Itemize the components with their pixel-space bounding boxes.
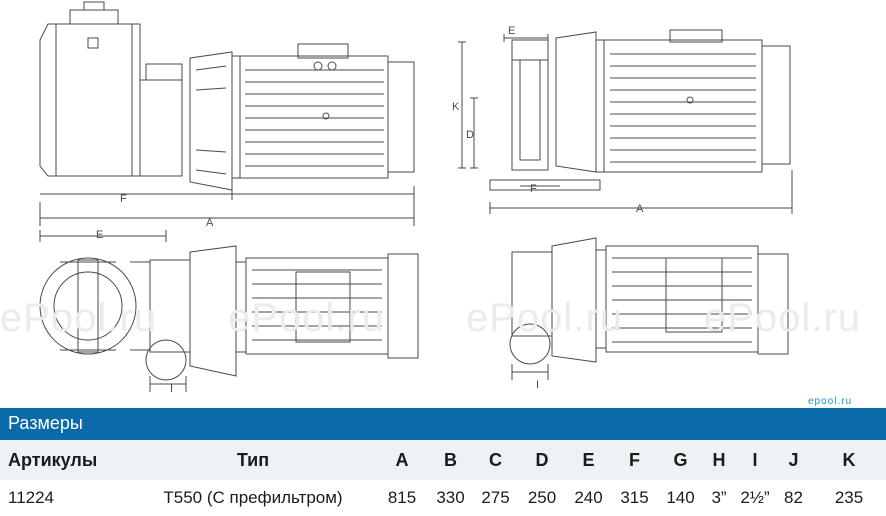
table-header-cell: Артикулы <box>0 440 130 480</box>
table-header-cell: D <box>518 440 566 480</box>
table-header-row: Артикулы Тип A B C D E F G H I J K <box>0 440 886 480</box>
watermark: ePool.ru <box>466 296 623 340</box>
table-header-cell: J <box>775 440 812 480</box>
section-header: Размеры <box>0 408 886 440</box>
table-cell: 235 <box>812 480 886 516</box>
table-header-cell: A <box>376 440 428 480</box>
top-view-no-prefilter-drawing <box>509 237 789 380</box>
dim-label-a-right: A <box>636 203 644 215</box>
table-row: 11224 T550 (С префильтром) 815 330 275 2… <box>0 480 886 516</box>
pump-drawings: E F A E K D F A I I <box>39 1 793 395</box>
table-cell: 140 <box>658 480 703 516</box>
side-view-no-prefilter-drawing <box>458 29 793 214</box>
table-cell: 250 <box>518 480 566 516</box>
watermark: ePool.ru <box>704 296 861 340</box>
watermark: ePool.ru <box>228 296 385 340</box>
side-view-drawing <box>39 1 415 226</box>
table-cell: 275 <box>473 480 518 516</box>
table-cell: 82 <box>775 480 812 516</box>
table-cell: 2½” <box>735 480 775 516</box>
table-header-cell: K <box>812 440 886 480</box>
dim-label-d: D <box>466 129 474 141</box>
dim-label-f-right: F <box>530 183 537 195</box>
table-header-cell: E <box>566 440 611 480</box>
dim-label-i-right: I <box>536 379 539 391</box>
dim-label-i-left: I <box>170 383 173 395</box>
table-header-cell: G <box>658 440 703 480</box>
dim-label-f-side: F <box>120 193 127 205</box>
table-cell: 330 <box>428 480 473 516</box>
table-header-cell: C <box>473 440 518 480</box>
table-header-cell: F <box>611 440 658 480</box>
table-cell: 315 <box>611 480 658 516</box>
dim-label-e-top-view: E <box>96 229 103 241</box>
table-header-cell: Тип <box>130 440 376 480</box>
table-cell: 815 <box>376 480 428 516</box>
section-title: Размеры <box>8 413 83 433</box>
site-badge: epool.ru <box>808 396 853 407</box>
dimensions-table: Артикулы Тип A B C D E F G H I J K 11224… <box>0 440 886 516</box>
watermark: ePool.ru <box>0 296 157 340</box>
table-cell: 3” <box>703 480 735 516</box>
dim-label-a-side: A <box>206 217 214 229</box>
top-view-drawing <box>39 230 419 392</box>
table-header-cell: B <box>428 440 473 480</box>
table-cell: 11224 <box>0 480 130 516</box>
dim-label-e-top: E <box>508 25 515 37</box>
dim-label-k: K <box>452 101 460 113</box>
table-cell: T550 (С префильтром) <box>130 480 376 516</box>
table-cell: 240 <box>566 480 611 516</box>
table-header-cell: I <box>735 440 775 480</box>
table-header-cell: H <box>703 440 735 480</box>
